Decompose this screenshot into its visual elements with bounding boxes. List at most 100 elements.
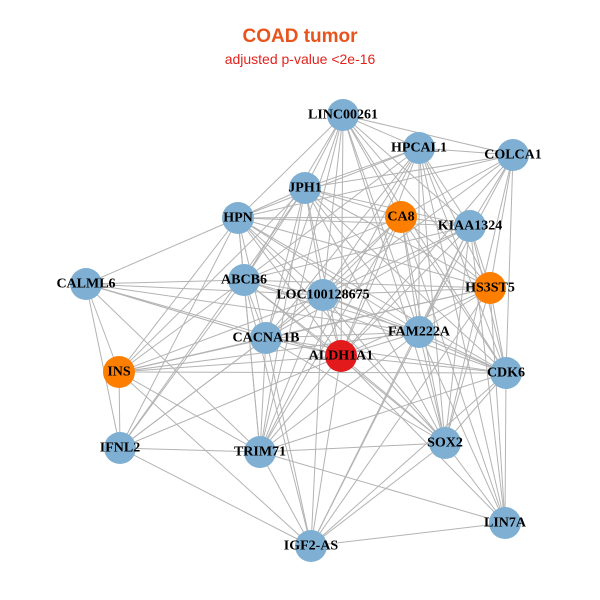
edge-ins-trim71: [118, 371, 261, 453]
edge-fam222a-igf2-as: [310, 331, 420, 547]
node-label: HPN: [223, 211, 253, 226]
edge-ca8-cdk6: [400, 216, 507, 374]
node-aldh1a1[interactable]: ALDH1A1: [309, 340, 374, 372]
node-loc100128675[interactable]: LOC100128675: [276, 279, 370, 311]
edge-abcb6-trim71: [243, 279, 261, 453]
edge-jph1-hs3st5: [304, 187, 491, 289]
node-circle[interactable]: [70, 268, 102, 300]
node-label: HS3ST5: [465, 281, 515, 296]
edge-colca1-fam222a: [418, 154, 514, 333]
node-circle[interactable]: [222, 202, 254, 234]
edge-fam222a-cdk6: [418, 331, 507, 374]
edge-cacna1b-sox2: [265, 337, 446, 444]
edge-jph1-kiaa1324: [304, 187, 471, 227]
node-ins[interactable]: INS: [103, 356, 135, 388]
node-igf2-as[interactable]: IGF2-AS: [284, 530, 339, 562]
edge-ins-igf2-as: [118, 371, 312, 547]
edge-hpn-fam222a: [237, 217, 420, 333]
node-circle[interactable]: [289, 172, 321, 204]
node-calml6[interactable]: CALML6: [56, 268, 116, 300]
edge-hpn-ca8: [237, 216, 402, 219]
node-circle[interactable]: [489, 507, 521, 539]
edge-abcb6-igf2-as: [243, 279, 312, 547]
edge-ifnl2-igf2-as: [119, 447, 312, 547]
node-circle[interactable]: [497, 139, 529, 171]
edge-hpn-sox2: [237, 217, 446, 444]
node-circle[interactable]: [103, 356, 135, 388]
node-circle[interactable]: [403, 316, 435, 348]
edge-aldh1a1-trim71: [259, 355, 342, 453]
node-ca8[interactable]: CA8: [385, 201, 417, 233]
edge-calml6-ifnl2: [85, 283, 121, 449]
node-abcb6[interactable]: ABCB6: [221, 264, 267, 296]
chart-subtitle: adjusted p-value <2e-16: [224, 51, 376, 67]
edge-ca8-trim71: [259, 216, 402, 453]
node-circle[interactable]: [403, 132, 435, 164]
node-hs3st5[interactable]: HS3ST5: [465, 272, 515, 304]
edge-loc100128675-fam222a: [322, 294, 420, 333]
node-circle[interactable]: [228, 264, 260, 296]
node-sox2[interactable]: SOX2: [427, 427, 463, 459]
node-label: IFNL2: [100, 441, 140, 456]
node-hpn[interactable]: HPN: [222, 202, 254, 234]
node-fam222a[interactable]: FAM222A: [388, 316, 451, 348]
node-circle[interactable]: [307, 279, 339, 311]
node-cdk6[interactable]: CDK6: [487, 357, 525, 389]
edge-hpn-cdk6: [237, 217, 507, 374]
node-linc00261[interactable]: LINC00261: [308, 99, 378, 131]
edge-abcb6-hs3st5: [243, 279, 491, 289]
node-circle[interactable]: [490, 357, 522, 389]
node-circle[interactable]: [474, 272, 506, 304]
node-circle[interactable]: [244, 436, 276, 468]
node-label: CALML6: [56, 277, 115, 292]
edge-trim71-igf2-as: [259, 451, 312, 547]
node-hpcal1[interactable]: HPCAL1: [391, 132, 447, 164]
edge-jph1-ifnl2: [119, 187, 306, 449]
edge-cdk6-igf2-as: [310, 372, 507, 547]
edge-fam222a-lin7a: [418, 331, 506, 524]
node-label: ALDH1A1: [309, 349, 374, 364]
edge-aldh1a1-cdk6: [340, 355, 507, 374]
node-label: LIN7A: [484, 516, 527, 531]
edge-cdk6-lin7a: [504, 372, 507, 524]
node-label: ABCB6: [221, 273, 267, 288]
node-colca1[interactable]: COLCA1: [484, 139, 542, 171]
edge-cacna1b-ifnl2: [119, 337, 267, 449]
edge-calml6-abcb6: [85, 279, 245, 285]
node-circle[interactable]: [325, 340, 357, 372]
edge-aldh1a1-igf2-as: [310, 355, 342, 547]
edge-loc100128675-ins: [118, 294, 324, 373]
edge-aldh1a1-sox2: [340, 355, 446, 444]
node-circle[interactable]: [250, 322, 282, 354]
node-circle[interactable]: [104, 432, 136, 464]
node-circle[interactable]: [454, 210, 486, 242]
node-jph1[interactable]: JPH1: [288, 172, 322, 204]
edge-ca8-fam222a: [400, 216, 420, 333]
node-label: INS: [107, 365, 131, 380]
node-circle[interactable]: [429, 427, 461, 459]
node-ifnl2[interactable]: IFNL2: [100, 432, 140, 464]
node-kiaa1324[interactable]: KIAA1324: [438, 210, 503, 242]
edge-hpcal1-cdk6: [418, 147, 507, 374]
edge-calml6-fam222a: [85, 283, 420, 333]
edge-ca8-abcb6: [243, 216, 402, 281]
node-lin7a[interactable]: LIN7A: [484, 507, 527, 539]
edge-ins-cdk6: [118, 371, 507, 374]
edge-aldh1a1-ins: [118, 355, 342, 373]
node-circle[interactable]: [295, 530, 327, 562]
edge-hpcal1-hs3st5: [418, 147, 491, 289]
node-trim71[interactable]: TRIM71: [234, 436, 286, 468]
chart-title: COAD tumor: [242, 26, 358, 47]
edge-ca8-hs3st5: [400, 216, 491, 289]
edge-colca1-jph1: [304, 154, 514, 189]
edge-hpcal1-hpn: [237, 147, 420, 219]
edge-cacna1b-trim71: [259, 337, 267, 453]
node-label: CACNA1B: [233, 331, 300, 346]
edge-jph1-trim71: [259, 187, 306, 453]
node-circle[interactable]: [385, 201, 417, 233]
edge-cdk6-trim71: [259, 372, 507, 453]
edge-hpn-ins: [118, 217, 239, 373]
node-cacna1b[interactable]: CACNA1B: [233, 322, 300, 354]
node-circle[interactable]: [327, 99, 359, 131]
